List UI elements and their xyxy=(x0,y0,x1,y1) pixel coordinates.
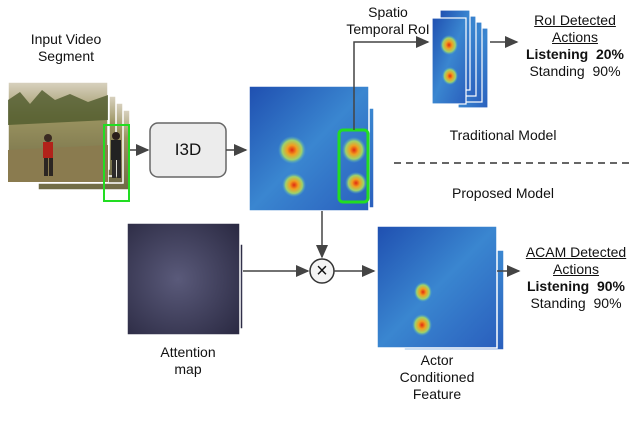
acam-result-standing: Standing 90% xyxy=(530,295,622,311)
roi-label-line1: Spatio xyxy=(368,4,408,20)
traditional-model-label: Traditional Model xyxy=(449,127,557,143)
i3d-label: I3D xyxy=(174,140,202,159)
proposed-model-label: Proposed Model xyxy=(452,185,554,201)
roi-results-title-line1: RoI Detected xyxy=(534,12,616,28)
actor-feature-label-line2: Conditioned xyxy=(399,369,475,385)
roi-crop xyxy=(431,17,467,105)
arrow-features-to-roi xyxy=(353,36,430,130)
actor-feature-map xyxy=(376,225,498,349)
roi-results-title-line2: Actions xyxy=(552,29,598,45)
attention-map xyxy=(126,222,241,336)
input-video-stack xyxy=(7,81,131,202)
attention-map-label-line1: Attention xyxy=(160,344,216,360)
input-video-frame xyxy=(7,81,121,183)
acam-results: ACAM Detected Actions Listening 90% Stan… xyxy=(517,244,635,312)
i3d-feature-map xyxy=(248,85,370,212)
i3d-feature-stack xyxy=(248,85,375,212)
attention-map-label-line2: map xyxy=(174,361,202,377)
input-video-label-line1: Input Video xyxy=(30,31,102,47)
actor-bounding-box xyxy=(103,124,130,202)
actor-feature-label-line1: Actor xyxy=(420,352,454,368)
attention-map-label: Attention map xyxy=(140,344,236,378)
input-video-label-line2: Segment xyxy=(37,48,95,64)
roi-crop-stack xyxy=(431,9,489,109)
input-video-label: Input Video Segment xyxy=(18,31,114,65)
acam-results-title-line1: ACAM Detected xyxy=(525,244,627,260)
attention-map-stack xyxy=(126,222,244,336)
actor-feature-stack xyxy=(376,225,505,351)
roi-label: Spatio Temporal RoI xyxy=(332,4,444,38)
acam-result-listening: Listening 90% xyxy=(526,278,626,294)
roi-result-listening: Listening 20% xyxy=(525,46,625,62)
multiply-symbol: × xyxy=(316,260,328,282)
roi-results: RoI Detected Actions Listening 20% Stand… xyxy=(517,12,633,80)
actor-feature-label: Actor Conditioned Feature xyxy=(384,352,490,403)
roi-result-standing: Standing 90% xyxy=(529,63,621,79)
acam-results-title-line2: Actions xyxy=(553,261,599,277)
actor-feature-label-line3: Feature xyxy=(412,386,462,402)
roi-label-line2: Temporal RoI xyxy=(346,21,430,37)
